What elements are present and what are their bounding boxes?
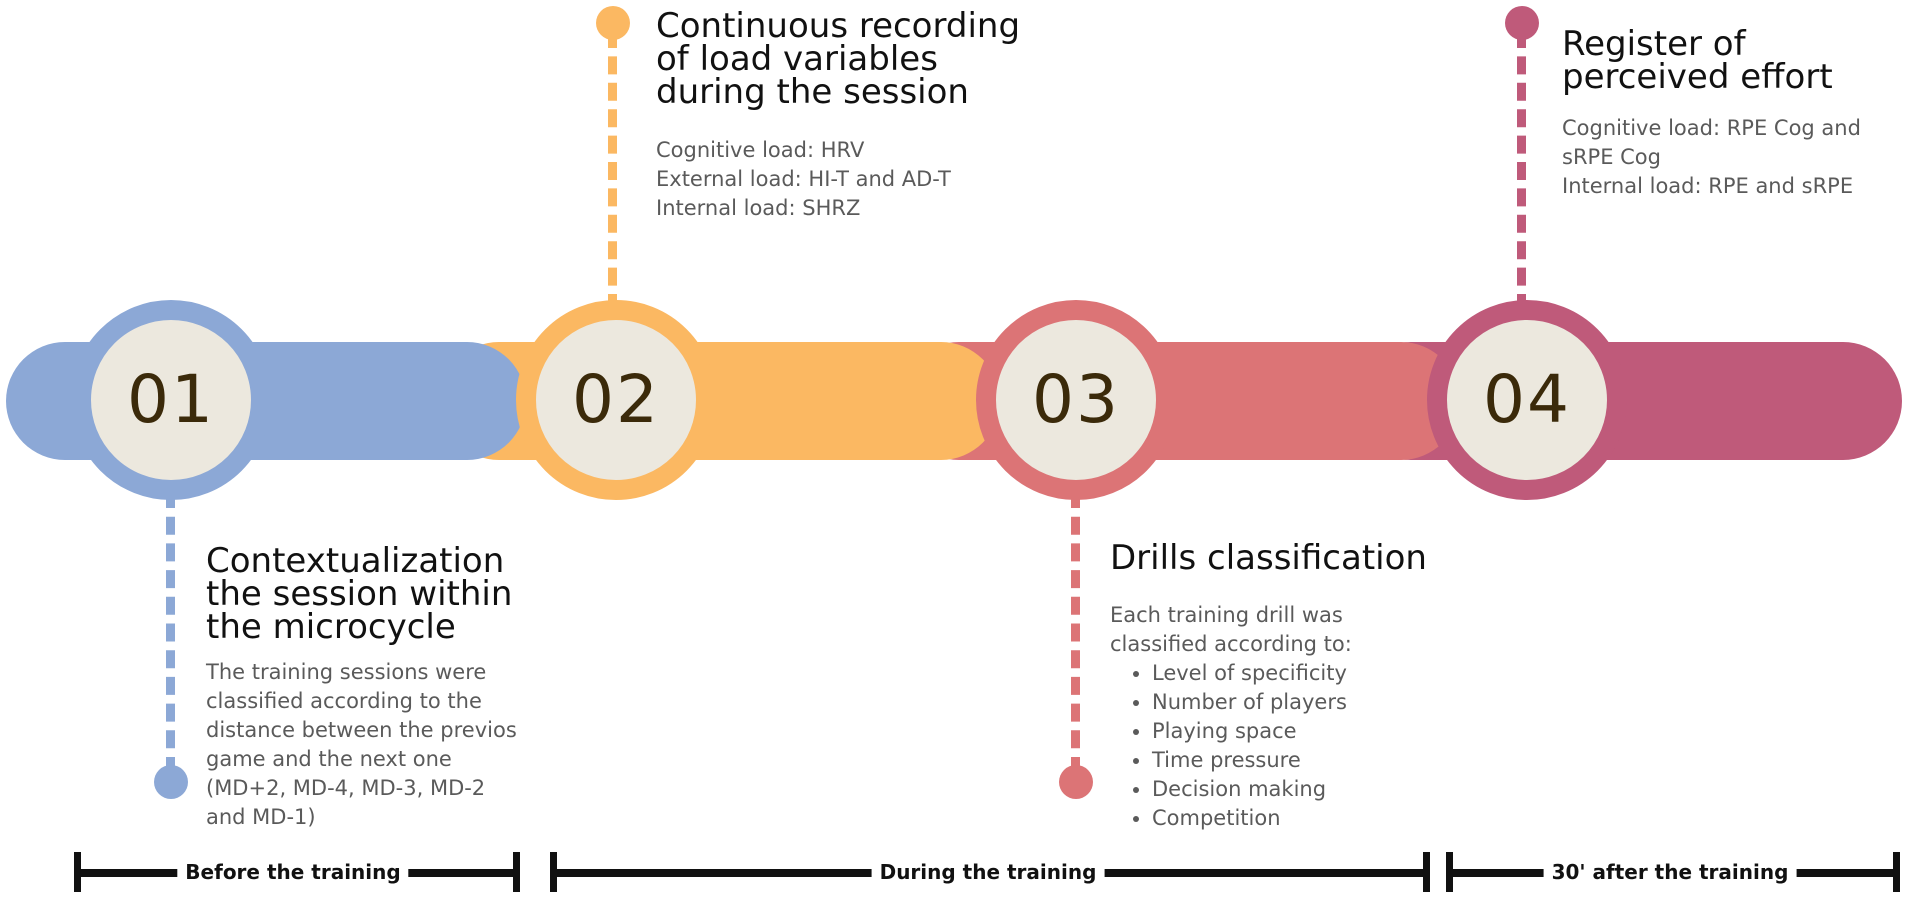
phase-label-during: During the training [871,860,1105,884]
step-1-title-line: Contextualization [206,541,505,581]
step-2-description-line: External load: HI-T and AD-T [656,167,951,191]
connector-dot-step-4 [1505,6,1539,40]
connector-dot-step-1 [154,765,188,799]
phase-tick [513,852,520,892]
step-3-criteria-list: Level of specificity Number of players P… [1110,659,1352,833]
step-circle-2: 02 [516,300,716,500]
connector-dot-step-3 [1059,765,1093,799]
step-3-title: Drills classification [1110,538,1427,578]
step-number-4: 04 [1483,361,1571,438]
phase-tick [1446,852,1453,892]
step-circle-1: 01 [71,300,271,500]
phase-tick [74,852,81,892]
step-4-title-line: Register of [1562,24,1746,64]
step-1-title-line: the session within [206,574,513,614]
connector-step-3 [1071,490,1080,775]
step-4-description-line: Internal load: RPE and sRPE [1562,174,1854,198]
connector-step-2 [608,30,617,312]
step-1-description-line: classified according to the [206,689,482,713]
step-1-description-line: (MD+2, MD-4, MD-3, MD-2 [206,776,486,800]
phase-tick [550,852,557,892]
list-item: Playing space [1152,717,1352,746]
step-circle-3: 03 [976,300,1176,500]
step-1-description-line: The training sessions were [206,660,487,684]
list-item: Time pressure [1152,746,1352,775]
connector-step-1 [166,490,175,775]
connector-dot-step-2 [596,6,630,40]
step-number-2: 02 [572,361,660,438]
step-circle-4: 04 [1427,300,1627,500]
list-item: Competition [1152,804,1352,833]
step-1-title-line: the microcycle [206,607,456,647]
step-4-title: Register of perceived effort [1562,24,1833,97]
list-item: Decision making [1152,775,1352,804]
step-3-description: Each training drill was classified accor… [1110,601,1352,833]
phase-tick [1893,852,1900,892]
step-1-title: Contextualization the session within the… [206,541,513,647]
step-1-description-line: distance between the previos [206,718,517,742]
step-2-title: Continuous recording of load variables d… [656,6,1021,112]
phase-tick [1423,852,1430,892]
step-2-title-line: during the session [656,72,969,112]
phase-label-before: Before the training [177,860,409,884]
list-item: Level of specificity [1152,659,1352,688]
step-4-description: Cognitive load: RPE Cog and sRPE Cog Int… [1562,114,1861,201]
step-2-title-line: of load variables [656,39,938,79]
step-circle-3-number: 03 [1032,361,1120,438]
step-1-description-line: game and the next one [206,747,452,771]
step-4-title-line: perceived effort [1562,57,1833,97]
step-number-1: 01 [127,361,215,438]
step-2-description-line: Cognitive load: HRV [656,138,865,162]
step-1-description-line: and MD-1) [206,805,316,829]
step-3-intro-line: Each training drill was [1110,603,1343,627]
step-2-description-line: Internal load: SHRZ [656,196,861,220]
list-item: Number of players [1152,688,1352,717]
step-4-description-line: Cognitive load: RPE Cog and [1562,116,1861,140]
step-4-description-line: sRPE Cog [1562,145,1661,169]
phase-label-after: 30' after the training [1543,860,1797,884]
step-2-description: Cognitive load: HRV External load: HI-T … [656,136,951,223]
step-2-title-line: Continuous recording [656,6,1021,46]
connector-step-4 [1517,30,1526,312]
step-1-description: The training sessions were classified ac… [206,658,517,832]
step-3-title-line: Drills classification [1110,538,1427,578]
step-3-intro-line: classified according to: [1110,632,1352,656]
step-3-intro: Each training drill was classified accor… [1110,601,1352,659]
